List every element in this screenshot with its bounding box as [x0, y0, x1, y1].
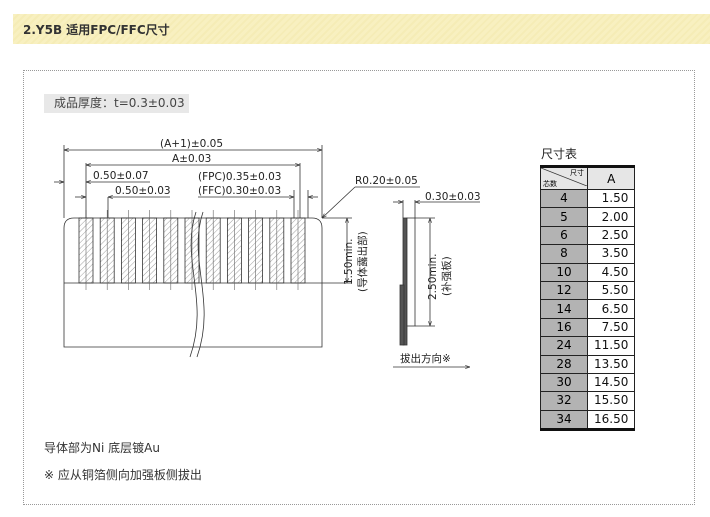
thickness-label: 成品厚度：t=0.3±0.03: [44, 94, 189, 113]
corner-cell: 尺寸 芯数: [540, 166, 588, 190]
dim-a-value: 6.50: [586, 299, 636, 319]
stiffener-length: 2.50min.: [427, 253, 439, 300]
pin-count: 12: [540, 280, 588, 301]
pin-count: 16: [540, 317, 588, 338]
section-header: 2.Y5B 适用FPC/FFC尺寸: [13, 14, 710, 44]
dim-pitch-edge: 0.50±0.07: [93, 170, 149, 182]
dim-total: (A+1)±0.05: [160, 138, 223, 150]
side-thickness: 0.30±0.03: [425, 191, 481, 203]
dim-a-value: 16.50: [586, 409, 636, 431]
exposed-label: (导体露出部): [356, 231, 369, 292]
pin-count: 6: [540, 225, 588, 246]
pin-count: 24: [540, 336, 588, 356]
pin-count: 28: [540, 354, 588, 374]
dim-a-value: 7.50: [586, 317, 636, 338]
dim-a: A±0.03: [172, 153, 211, 165]
pin-count: 5: [540, 207, 588, 227]
pin-count: 4: [540, 188, 588, 209]
dim-a-value: 11.50: [586, 336, 636, 356]
exposed-length: 1.50min.: [343, 238, 355, 285]
dim-fpc: (FPC)0.35±0.03: [198, 171, 281, 183]
stiffener-label: (补强板): [440, 256, 453, 296]
dim-a-value: 2.50: [586, 225, 636, 246]
pull-direction: 拔出方向※: [400, 352, 451, 365]
pin-count: 30: [540, 372, 588, 393]
radius-label: R0.20±0.05: [355, 175, 418, 187]
content-box: [23, 70, 695, 505]
dim-a-value: 2.00: [586, 207, 636, 227]
corner-top: 尺寸: [570, 169, 584, 177]
pin-count: 34: [540, 409, 588, 431]
dim-a-value: 13.50: [586, 354, 636, 374]
pin-count: 14: [540, 299, 588, 319]
corner-bottom: 芯数: [543, 180, 557, 188]
dim-a-value: 14.50: [586, 372, 636, 393]
pin-count: 10: [540, 262, 588, 282]
contact-stripes: [78, 210, 306, 290]
pin-count: 8: [540, 244, 588, 264]
dim-a-value: 3.50: [586, 244, 636, 264]
pin-count: 32: [540, 391, 588, 411]
dim-a-value: 4.50: [586, 262, 636, 282]
table-title: 尺寸表: [541, 147, 578, 161]
dim-pitch: 0.50±0.03: [115, 185, 171, 197]
col-a: A: [586, 166, 636, 190]
dim-a-value: 15.50: [586, 391, 636, 411]
note-pull: ※ 应从铜箔侧向加强板侧拔出: [44, 468, 202, 482]
dim-a-value: 1.50: [586, 188, 636, 209]
dim-a-value: 5.50: [586, 280, 636, 301]
note-plating: 导体部为Ni 底层镀Au: [44, 441, 160, 455]
dim-ffc: (FFC)0.30±0.03: [198, 185, 281, 197]
section-title: 2.Y5B 适用FPC/FFC尺寸: [23, 23, 170, 37]
